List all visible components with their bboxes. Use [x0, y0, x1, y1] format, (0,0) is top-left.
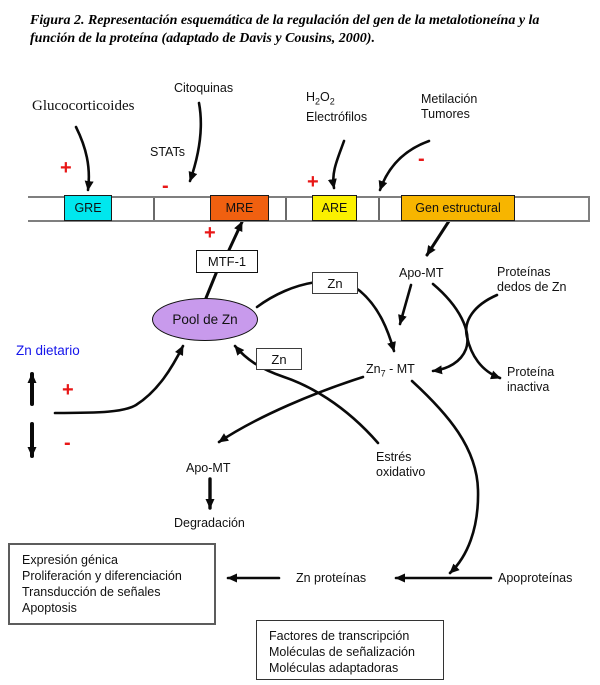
- plus-sign-zn-dietario: +: [62, 379, 74, 401]
- arrow-zn7mt-to-apomt-bottom: [217, 375, 365, 444]
- arrow-apomt-to-zn7mt-curve: [431, 282, 469, 375]
- zn-carrier-box-1: Zn: [312, 272, 358, 294]
- arrow-pool-zn-to-zn7mt: [255, 279, 396, 353]
- figure-caption: Figura 2. Representación esquemática de …: [30, 13, 540, 47]
- minus-sign-stats: -: [162, 175, 169, 197]
- label-apo-mt-top: Apo-MT: [399, 266, 444, 280]
- label-apoproteinas: Apoproteínas: [498, 571, 573, 585]
- arrow-mtf1-to-mre: [227, 220, 244, 252]
- arrow-zn-dietario-to-pool: [53, 344, 185, 415]
- mtf1-box: MTF-1: [196, 250, 258, 273]
- label-electrofilos: Electrófilos: [306, 109, 368, 124]
- plus-sign-mtf1: +: [204, 222, 216, 244]
- plus-sign-gre: +: [60, 157, 72, 179]
- arrow-citoquinas-to-bar: [188, 101, 203, 183]
- label-citoquinas: Citoquinas: [174, 81, 234, 95]
- label-apo-mt-bottom: Apo-MT: [186, 461, 231, 475]
- label-degradacion: Degradación: [174, 516, 245, 530]
- label-metilacion: Metilación: [421, 92, 478, 106]
- label-metilacion-tumores: Metilación Tumores: [421, 92, 477, 122]
- line-pool-to-mtf1: [204, 269, 219, 300]
- arrow-estres-zn-to-pool: [233, 344, 380, 445]
- arrow-dedoszn-to-proteina-inactiva: [464, 293, 502, 380]
- functions-box: Factores de transcripción Moléculas de s…: [256, 620, 444, 680]
- label-stats: STATs: [150, 145, 185, 159]
- function-item: Moléculas de señalización: [269, 645, 415, 659]
- label-tumores: Tumores: [421, 107, 470, 121]
- pool-de-zn-ellipse: Pool de Zn: [152, 298, 258, 341]
- label-estres-oxidativo: Estrés oxidativo: [376, 450, 426, 479]
- arrow-apomt-to-zn7mt-short: [398, 283, 413, 326]
- outcome-item: Apoptosis: [22, 601, 77, 615]
- outcome-item: Proliferación y diferenciación: [22, 569, 182, 583]
- zn-carrier-box-2: Zn: [256, 348, 302, 370]
- arrow-h2o2-to-are: [327, 139, 346, 190]
- arrow-gen-to-apomt: [425, 219, 451, 257]
- arrow-metilacion-to-bar: [378, 139, 431, 192]
- label-proteinas-dedos-zn: Proteínas dedos de Zn: [497, 265, 567, 294]
- plus-sign-are: +: [307, 171, 319, 193]
- label-h2o2-electrofilos: H2O2 Electrófilos: [306, 90, 367, 125]
- label-zn7-mt: Zn7 - MT: [366, 362, 415, 379]
- function-item: Moléculas adaptadoras: [269, 661, 399, 675]
- minus-sign-metilacion: -: [418, 148, 425, 170]
- bar-divider: [153, 198, 155, 220]
- label-zn-dietario: Zn dietario: [16, 343, 80, 358]
- gre-element-box: GRE: [64, 195, 112, 221]
- bar-divider: [285, 198, 287, 220]
- outcome-item: Expresión génica: [22, 553, 118, 567]
- arrow-zn7mt-to-znproteinas: [410, 379, 480, 575]
- bar-divider: [378, 198, 380, 220]
- function-item: Factores de transcripción: [269, 629, 410, 643]
- are-element-box: ARE: [312, 195, 357, 221]
- outcome-item: Transducción de señales: [22, 585, 161, 599]
- gen-estructural-box: Gen estructural: [401, 195, 515, 221]
- label-proteina-inactiva: Proteína inactiva: [507, 365, 555, 394]
- label-zn-proteinas: Zn proteínas: [296, 571, 367, 585]
- label-h2o2: H2O2: [306, 90, 335, 107]
- label-glucocorticoides: Glucocorticoides: [32, 98, 135, 114]
- mre-element-box: MRE: [210, 195, 269, 221]
- minus-sign-zn-dietario: -: [64, 432, 71, 454]
- arrow-glucocorticoides-to-gre: [74, 125, 94, 192]
- outcomes-box: Expresión génica Proliferación y diferen…: [8, 543, 216, 625]
